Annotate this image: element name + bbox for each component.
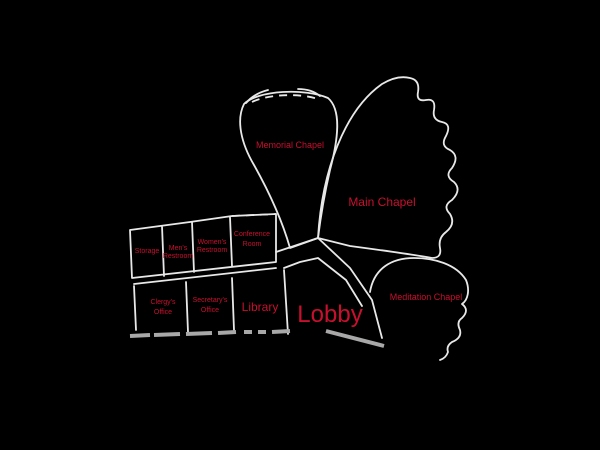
upper-rooms-dashed — [231, 213, 277, 217]
clergys-office-label-line1: Clergy's — [150, 299, 176, 306]
base-band-4 — [217, 330, 237, 335]
meditation-chapel-label: Meditation Chapel — [390, 292, 463, 302]
memorial-chapel-outline — [239, 90, 339, 249]
lobby-label: Lobby — [297, 301, 362, 328]
mens-restroom-label-line2: Restroom — [163, 253, 194, 260]
base-band-2 — [153, 332, 181, 337]
lobby-entrance — [325, 329, 385, 348]
conference-room-label-line2: Room — [243, 241, 262, 248]
secretarys-office-label-line1: Secretary's — [193, 297, 228, 304]
womens-restroom-label-line1: Women's — [198, 239, 227, 246]
lobby-walls — [275, 237, 383, 339]
clergys-office-label-line2: Office — [154, 309, 172, 316]
base-band-7 — [271, 329, 291, 334]
conference-room-label-line1: Conference — [234, 231, 270, 238]
storage-label: Storage — [135, 248, 160, 255]
base-band-1 — [129, 333, 151, 338]
memorial-chapel-seating — [251, 94, 319, 103]
main-chapel-label: Main Chapel — [348, 195, 415, 209]
lower-rooms-walls — [133, 269, 289, 335]
memorial-chapel-label: Memorial Chapel — [256, 140, 324, 150]
secretarys-office-label-line2: Office — [201, 307, 219, 314]
main-chapel-outline — [317, 76, 459, 259]
memorial-chapel-apse — [245, 88, 321, 104]
meditation-chapel-outline — [369, 257, 469, 361]
library-label: Library — [242, 300, 279, 314]
womens-restroom-label-line2: Restroom — [197, 247, 228, 254]
mens-restroom-label-line1: Men's — [169, 245, 188, 252]
base-band-3 — [185, 331, 213, 336]
upper-rooms-walls — [129, 213, 277, 285]
